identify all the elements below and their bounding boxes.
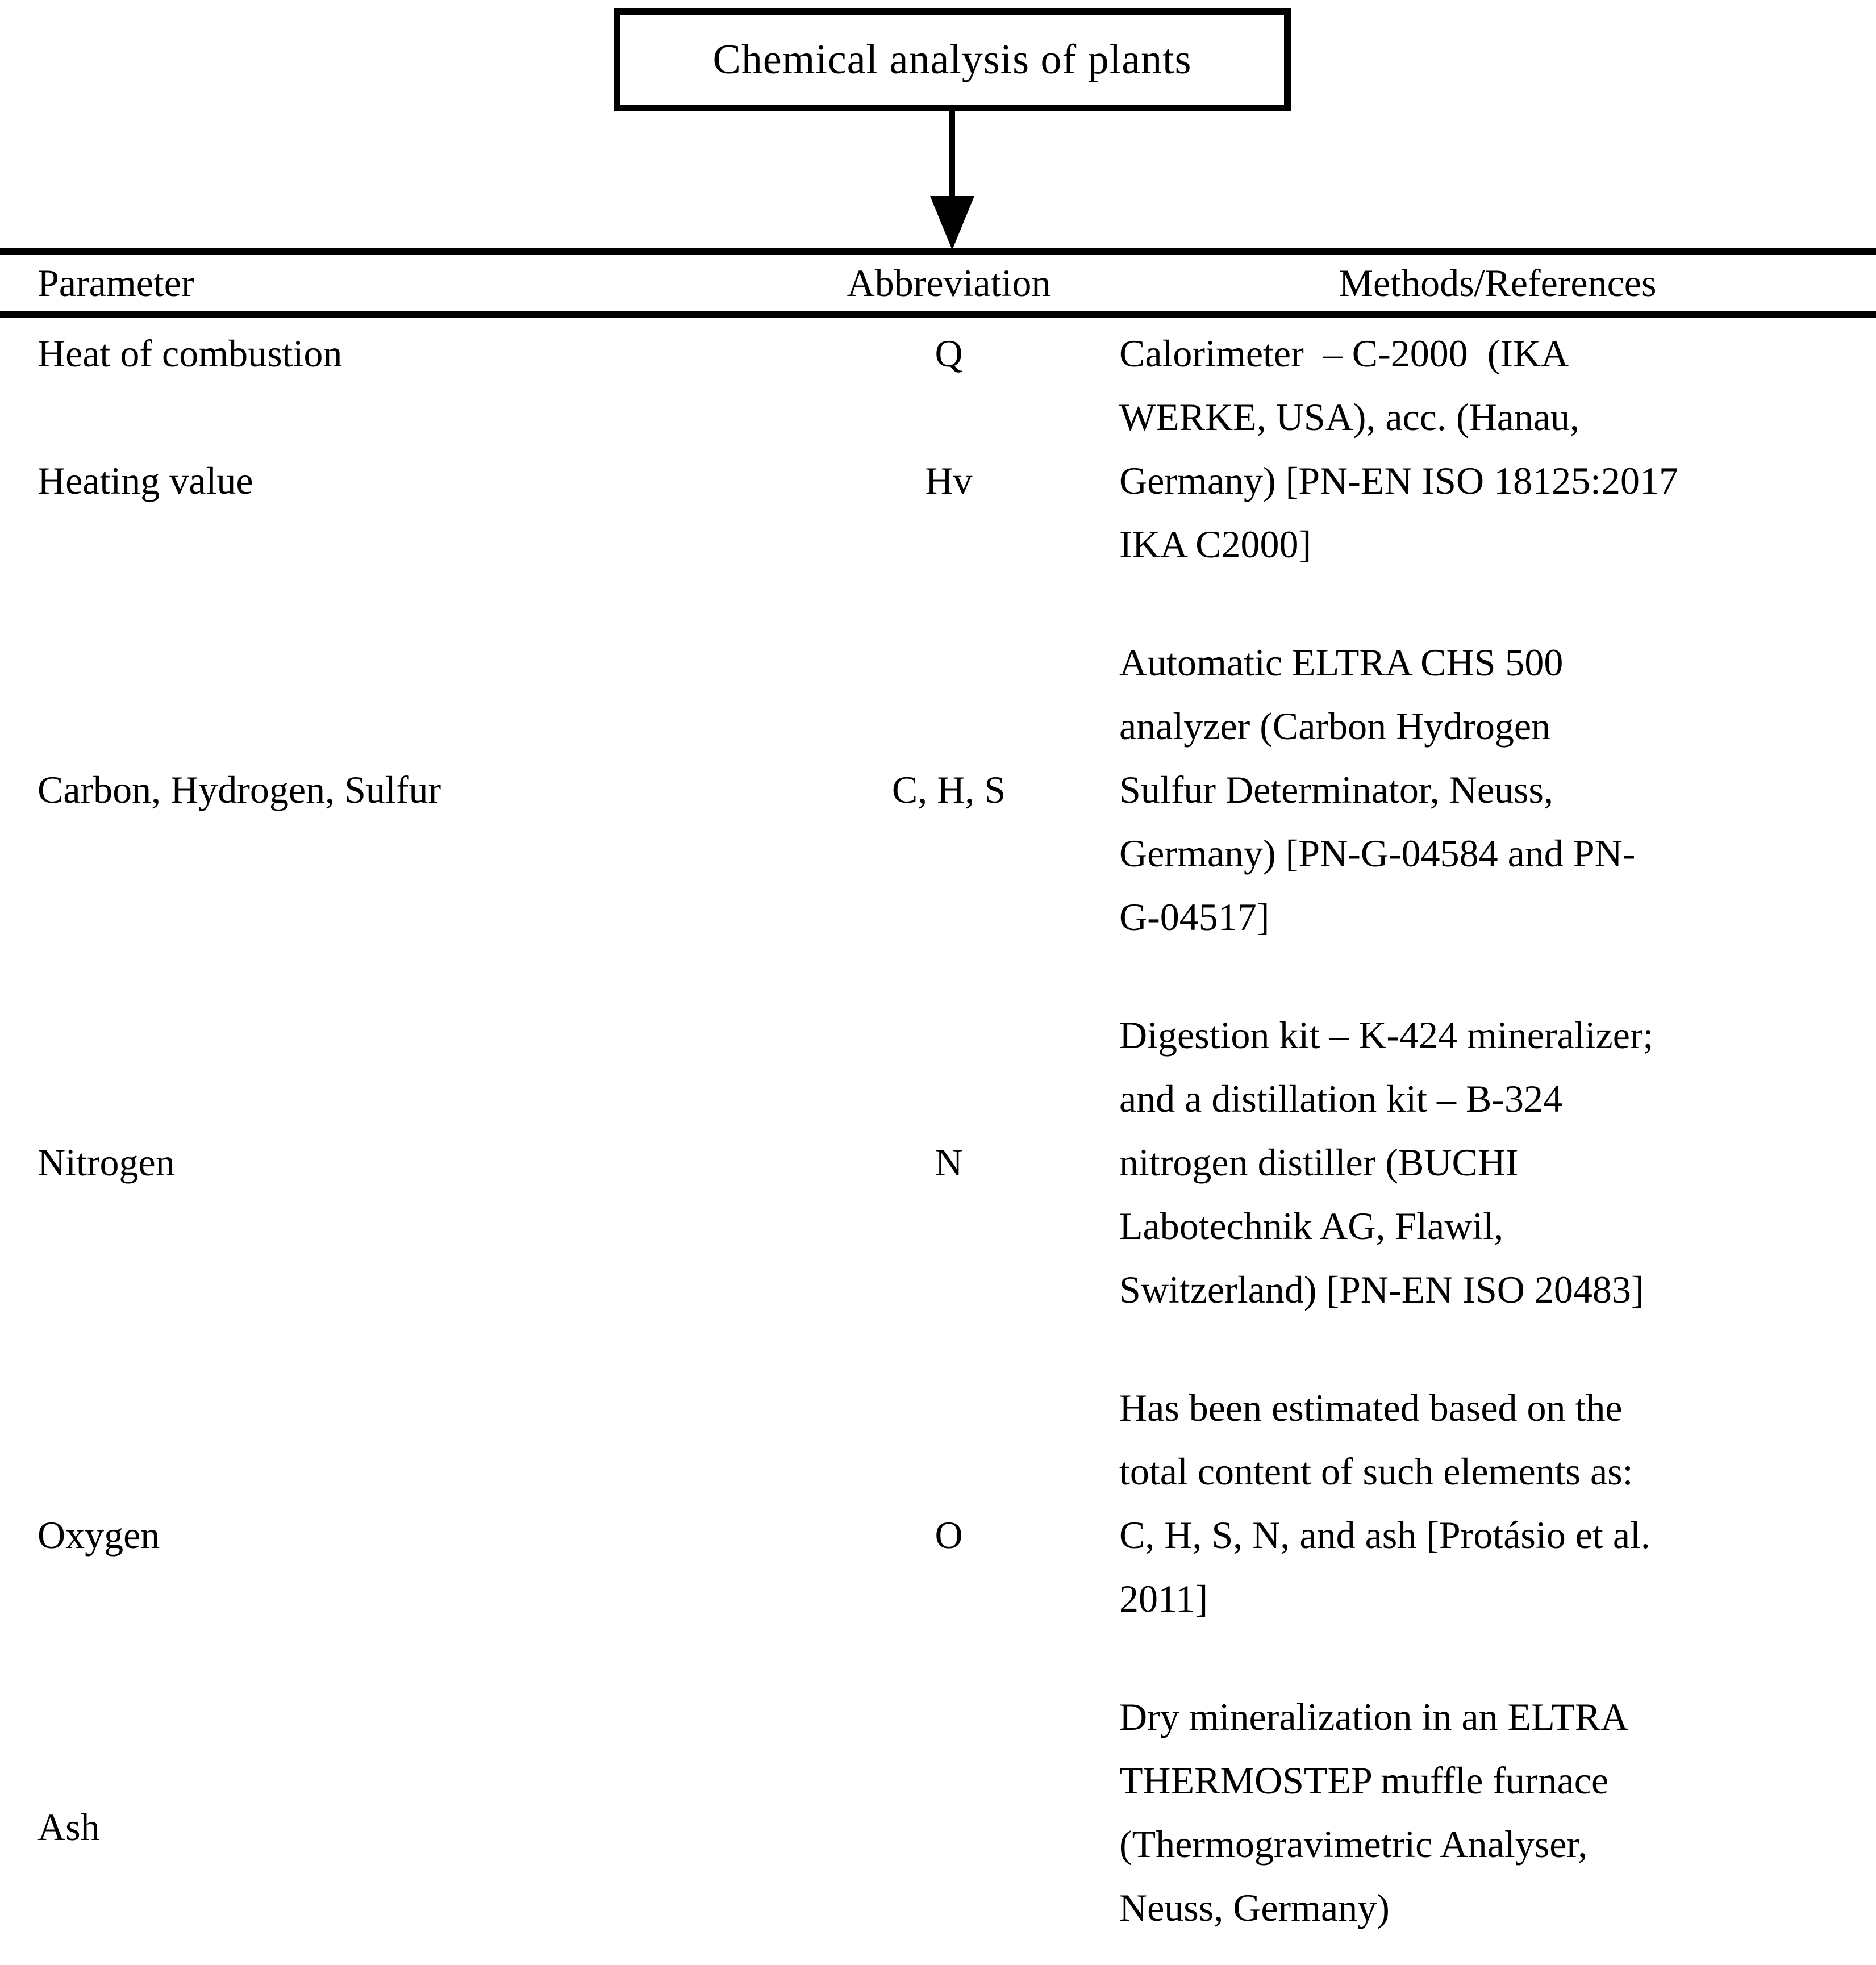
arrow-head: [930, 196, 974, 250]
table-row: Ash Dry mineralization in an ELTRA THERM…: [0, 1682, 1876, 1965]
table-row: Nitrogen N Digestion kit – K-424 mineral…: [0, 1000, 1876, 1372]
parameter-cell: Heat of combustion Heating value: [37, 332, 343, 502]
table-row: Carbon, Hydrogen, Sulfur C, H, S Automat…: [0, 627, 1876, 1000]
abbreviation-cell: C, H, S: [891, 768, 1006, 811]
header-abbreviation: Abbreviation: [847, 261, 1051, 304]
abbreviation-cell: Q Hv: [925, 332, 973, 502]
methods-cell: Digestion kit – K-424 mineralizer; and a…: [1119, 1013, 1654, 1311]
methods-cell: Automatic ELTRA CHS 500 analyzer (Carbon…: [1119, 641, 1636, 938]
parameter-cell: Nitrogen: [37, 1141, 175, 1184]
methods-cell: Has been estimated based on the total co…: [1119, 1386, 1650, 1620]
methods-cell: Calorimeter – C-2000 (IKA WERKE, USA), a…: [1119, 332, 1678, 566]
table-row: Heat of combustion Heating value Q Hv Ca…: [0, 318, 1876, 627]
flowchart-box: Chemical analysis of plants: [614, 8, 1291, 111]
abbreviation-cell: O: [935, 1513, 963, 1557]
table-row: Oxygen O Has been estimated based on the…: [0, 1372, 1876, 1682]
header-methods-references: Methods/References: [1339, 261, 1657, 304]
table-header-row: Parameter Abbreviation Methods/Reference…: [0, 255, 1876, 311]
arrow-stem: [949, 111, 955, 198]
methods-table-body: Heat of combustion Heating value Q Hv Ca…: [0, 318, 1876, 1965]
abbreviation-cell: [778, 1682, 1119, 1965]
table-top-rule: [0, 248, 1876, 255]
header-parameter: Parameter: [37, 261, 194, 304]
methods-cell: Dry mineralization in an ELTRA THERMOSTE…: [1119, 1695, 1629, 1929]
parameter-cell: Ash: [37, 1805, 100, 1849]
parameter-cell: Oxygen: [37, 1513, 160, 1557]
flowchart-box-label: Chemical analysis of plants: [712, 36, 1192, 83]
header-divider-rule: [0, 311, 1876, 318]
parameter-cell: Carbon, Hydrogen, Sulfur: [37, 768, 441, 811]
abbreviation-cell: N: [935, 1141, 963, 1184]
